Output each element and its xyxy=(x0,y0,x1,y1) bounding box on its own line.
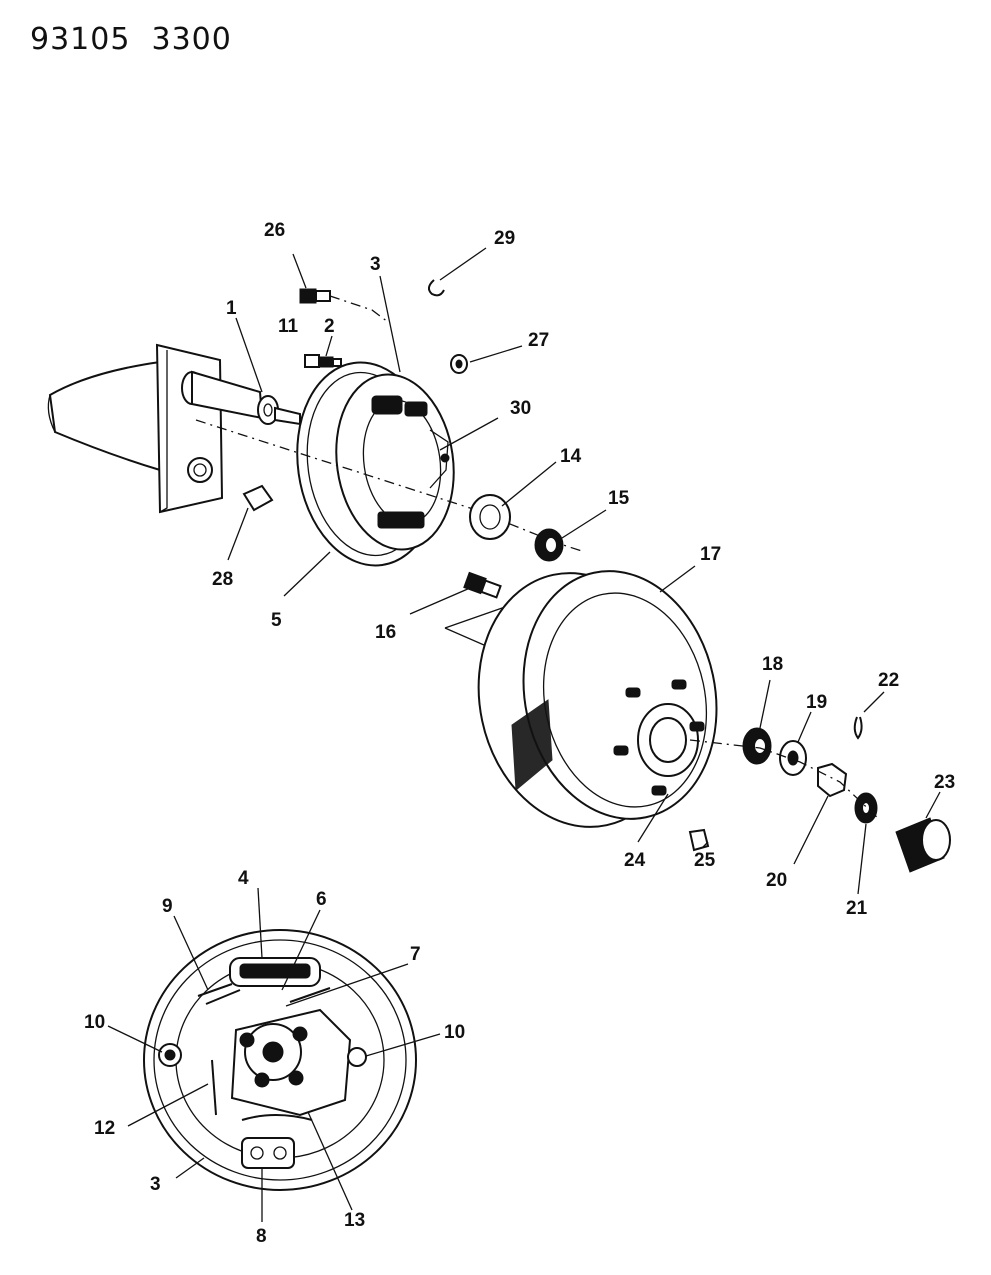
callout-4: 4 xyxy=(238,868,249,889)
callout-17: 17 xyxy=(700,544,721,565)
callout-28: 28 xyxy=(212,569,233,590)
callout-13: 13 xyxy=(344,1210,365,1231)
washer-icon xyxy=(450,354,468,374)
callout-19: 19 xyxy=(806,692,827,713)
hub-nut-icon xyxy=(817,762,848,798)
callout-5: 5 xyxy=(271,610,282,631)
axle-centerline xyxy=(195,419,586,553)
callout-27: 27 xyxy=(528,330,549,351)
callout-11: 11 xyxy=(278,316,299,337)
callout-14: 14 xyxy=(560,446,582,467)
callout-labels: 1 2 3 4 5 6 7 8 9 10 11 12 13 14 15 16 1… xyxy=(84,220,955,1247)
callout-24: 24 xyxy=(624,850,646,871)
brake-backing-plate-icon xyxy=(296,361,455,567)
callout-29: 29 xyxy=(494,228,515,249)
callout-20: 20 xyxy=(766,870,787,891)
thrust-washer-icon xyxy=(779,740,807,776)
nut-lock-icon xyxy=(854,792,878,824)
callout-22: 22 xyxy=(878,670,899,691)
inner-bearing-icon xyxy=(534,528,564,562)
leader-lines xyxy=(107,247,941,1222)
callout-1: 1 xyxy=(226,298,237,319)
callout-16: 16 xyxy=(375,622,396,643)
callout-3: 3 xyxy=(370,254,381,275)
diagram-reference-number: 93105 3300 xyxy=(30,22,232,57)
callout-2: 2 xyxy=(324,316,335,337)
hub-centerline xyxy=(689,739,881,821)
callout-30: 30 xyxy=(510,398,531,419)
callout-18: 18 xyxy=(762,654,783,675)
callout-12: 12 xyxy=(94,1118,115,1139)
callout-26: 26 xyxy=(264,220,285,241)
callout-6: 6 xyxy=(316,889,327,910)
callout-21: 21 xyxy=(846,898,868,919)
callout-3b: 3 xyxy=(150,1174,161,1195)
cotter-pin-icon xyxy=(853,716,863,740)
wheel-nut-icon xyxy=(688,828,710,852)
plug-icon xyxy=(242,484,274,512)
callout-15: 15 xyxy=(608,488,630,509)
bleeder-screw-icon xyxy=(304,354,342,368)
callout-8: 8 xyxy=(256,1226,267,1247)
seal-icon xyxy=(469,494,511,540)
callout-10b: 10 xyxy=(444,1022,465,1043)
outer-bearing-icon xyxy=(742,727,772,765)
brake-drum-icon xyxy=(477,570,718,828)
callout-23: 23 xyxy=(934,772,955,793)
callout-10a: 10 xyxy=(84,1012,105,1033)
clip-icon xyxy=(428,279,445,297)
grease-cap-icon xyxy=(895,817,951,873)
axle-housing-icon xyxy=(47,343,301,514)
brake-shoe-assembly-icon xyxy=(143,929,417,1191)
callout-9: 9 xyxy=(162,896,173,917)
mounting-bolt-icon xyxy=(463,571,502,599)
bleeder-bolt-icon xyxy=(299,288,389,323)
callout-7: 7 xyxy=(410,944,421,965)
callout-25: 25 xyxy=(694,850,716,871)
